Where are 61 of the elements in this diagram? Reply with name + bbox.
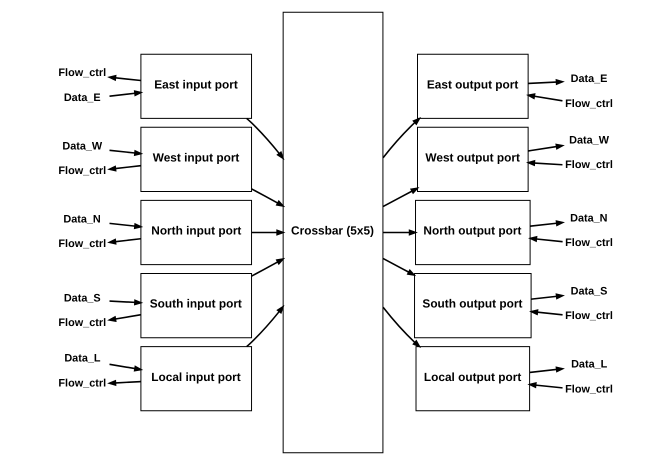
- node-box: West input port: [140, 126, 252, 192]
- arrow: [107, 238, 141, 245]
- arrow: [382, 258, 416, 276]
- node-text: Data_W: [569, 134, 609, 146]
- node-box: Crossbar (5x5): [282, 12, 384, 454]
- arrow: [246, 118, 284, 160]
- arrow: [526, 93, 563, 102]
- arrow: [246, 304, 284, 348]
- node-box: West output port: [417, 126, 529, 192]
- arrow: [526, 160, 562, 166]
- arrow: [528, 78, 565, 86]
- node-text: Data_L: [571, 358, 608, 371]
- arrow: [109, 299, 144, 306]
- node-box: North output port: [415, 200, 531, 266]
- node-text: Flow_ctrl: [58, 67, 106, 80]
- node-box: Local output port: [416, 346, 530, 412]
- node-text: Flow_ctrl: [58, 377, 106, 390]
- arrow: [107, 164, 141, 172]
- node-text: Flow_ctrl: [58, 238, 106, 250]
- node-text: Flow_ctrl: [565, 98, 613, 110]
- node-text: Data_E: [570, 73, 608, 86]
- arrow: [531, 293, 565, 300]
- arrow: [382, 117, 422, 158]
- node-text: Flow_ctrl: [565, 310, 613, 322]
- node-text: Data_N: [63, 213, 101, 226]
- arrow: [530, 366, 565, 374]
- node-text: Flow_ctrl: [565, 383, 613, 396]
- arrow: [109, 150, 144, 156]
- arrow: [107, 380, 141, 386]
- node-box: Local input port: [140, 346, 252, 412]
- node-box: South output port: [414, 273, 532, 338]
- arrow: [528, 236, 563, 242]
- arrow: [382, 187, 420, 208]
- node-box: East input port: [140, 54, 252, 119]
- node-text: Data_L: [64, 352, 101, 365]
- node-text: Flow_ctrl: [565, 159, 613, 172]
- arrow: [252, 229, 286, 236]
- arrow: [529, 309, 563, 316]
- node-box: South input port: [140, 273, 252, 338]
- arrow: [528, 144, 565, 152]
- node-text: Data_E: [64, 92, 101, 104]
- arrow: [527, 382, 563, 389]
- node-text: Flow_ctrl: [58, 317, 106, 330]
- arrow: [107, 74, 141, 82]
- node-text: Data_W: [62, 140, 102, 152]
- arrow: [382, 306, 422, 348]
- node-box: North input port: [140, 200, 252, 266]
- node-text: Data_N: [570, 212, 608, 224]
- node-text: Data_S: [64, 292, 101, 304]
- arrow: [109, 222, 144, 230]
- node-box: East output port: [417, 54, 529, 119]
- arrow: [251, 188, 286, 208]
- node-text: Data_S: [570, 286, 608, 298]
- arrow: [383, 229, 418, 236]
- arrow: [109, 90, 144, 97]
- node-text: Flow_ctrl: [58, 165, 106, 178]
- arrow: [251, 258, 286, 277]
- node-text: Flow_ctrl: [565, 237, 613, 250]
- arrow: [109, 364, 144, 372]
- arrow: [107, 314, 141, 322]
- arrow: [530, 220, 565, 227]
